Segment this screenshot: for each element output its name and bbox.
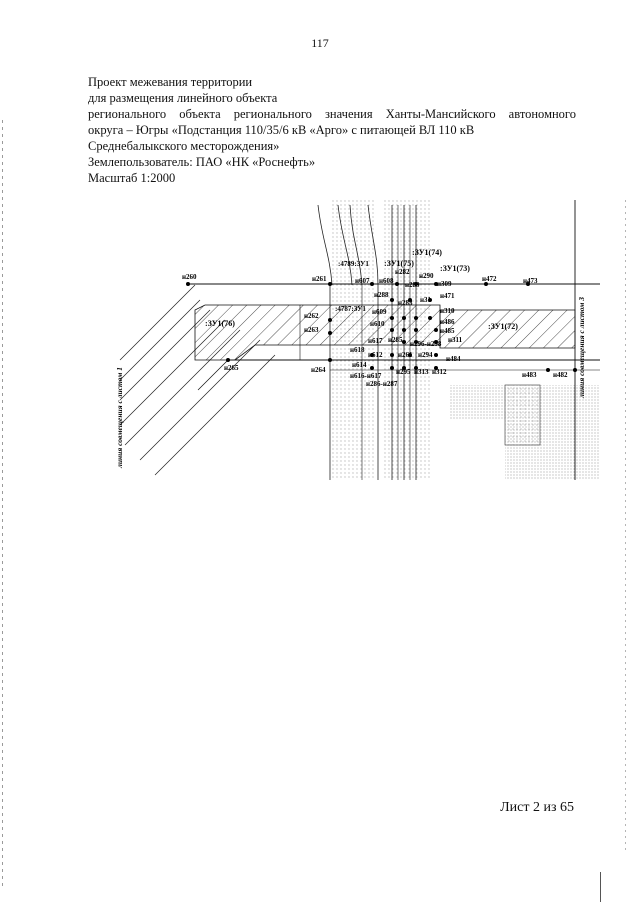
alignment-label-right: линия совмещения с листом 3	[577, 297, 586, 399]
scan-mark	[600, 872, 601, 902]
point-label: н618	[350, 346, 365, 354]
point-label: н485	[440, 327, 455, 335]
point-label: н261	[398, 351, 413, 359]
alignment-label-left: линия совмещения с листом 1	[115, 367, 124, 469]
header-line: Землепользователь: ПАО «НК «Роснефть»	[88, 155, 316, 169]
point-label: н31	[420, 296, 432, 304]
parcel-label: :ЗУ1(74)	[412, 248, 442, 257]
road-curve	[317, 204, 333, 286]
scan-edge	[625, 200, 626, 850]
point-label: н260	[182, 273, 197, 281]
point-label: н483	[522, 371, 537, 379]
header-line: для размещения линейного объекта	[88, 91, 278, 105]
point-label: н289	[405, 281, 420, 289]
header-line: Проект межевания территории	[88, 75, 253, 89]
point-label: н471	[440, 292, 455, 300]
point-label: н283	[398, 299, 413, 307]
parcel-label: :4787:ЗУ1	[335, 305, 366, 313]
document-header: Проект межевания территории для размещен…	[88, 74, 576, 186]
point-label: н295	[396, 368, 411, 376]
point-label: н262	[304, 312, 319, 320]
point-label: н482	[553, 371, 568, 379]
point-label: н261	[312, 275, 327, 283]
parcel-label: :ЗУ1(76)	[205, 319, 235, 328]
point-label: н609	[372, 308, 387, 316]
header-line: регионального объекта регионального знач…	[88, 107, 576, 121]
header-line: округа – Югры «Подстанция 110/35/6 кВ «А…	[88, 123, 475, 137]
header-line: Масштаб 1:2000	[88, 171, 176, 185]
point-label: н617	[368, 337, 383, 345]
parcel-label: :ЗУ1(73)	[440, 264, 470, 273]
parcel-label: :ЗУ1(75)	[384, 259, 414, 268]
parcel-label: :ЗУ1(72)	[488, 322, 518, 331]
point-label: н612	[368, 351, 383, 359]
point-label: н311	[448, 336, 463, 344]
sheet-number: Лист 2 из 65	[500, 800, 574, 815]
point-label: н607	[355, 277, 370, 285]
point-markers	[186, 282, 577, 372]
point-label: н294	[418, 351, 433, 359]
point-label: н473	[523, 277, 538, 285]
point-label: н608	[379, 277, 394, 285]
page-number: 117	[311, 36, 329, 50]
point-label: н265	[224, 364, 239, 372]
point-label: н614	[352, 361, 367, 369]
point-label: н309	[437, 280, 452, 288]
point-label: н484	[446, 355, 461, 363]
road-curve	[367, 204, 379, 286]
point-label: н288	[374, 291, 389, 299]
header-line: Среднебалыкского месторождения»	[88, 139, 280, 153]
point-label: н472	[482, 275, 497, 283]
point-label: н282	[395, 268, 410, 276]
point-label: н286-н287	[366, 380, 398, 388]
point-label: н296-н298	[410, 340, 442, 348]
point-label: н285	[388, 336, 403, 344]
scan-edge	[2, 120, 3, 890]
point-label: н310	[440, 307, 455, 315]
point-label: н313	[414, 368, 429, 376]
point-label: н312	[432, 368, 447, 376]
point-label: н290	[419, 272, 434, 280]
point-label: н616-н617	[350, 372, 382, 380]
dotted-area	[504, 384, 541, 446]
point-label: н610	[370, 320, 385, 328]
parcel-label: :4789:ЗУ1	[338, 260, 369, 268]
point-label: н263	[304, 326, 319, 334]
point-label: н486	[440, 318, 455, 326]
road-curve	[349, 204, 363, 286]
point-label: н264	[311, 366, 326, 374]
road-curve	[337, 204, 353, 286]
